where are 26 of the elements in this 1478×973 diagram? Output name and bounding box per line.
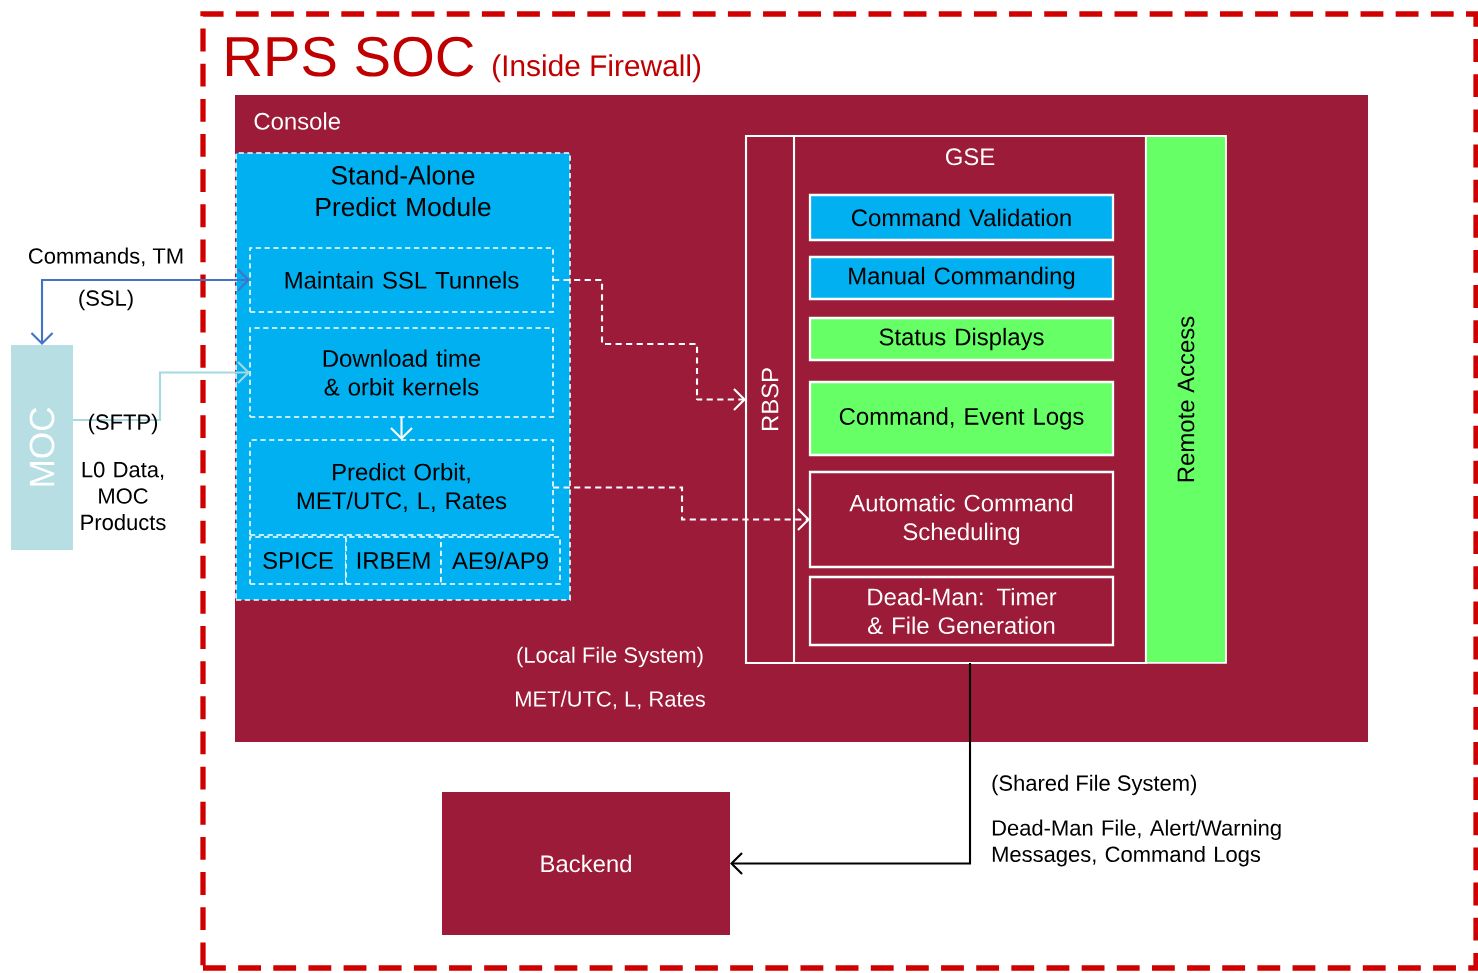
library-box: SPICE — [249, 536, 347, 585]
connector-label: (Shared File System) — [992, 774, 1196, 796]
remote-access-strip: Remote Access — [1145, 135, 1227, 664]
connector-label: (SSL) — [79, 289, 133, 311]
library-box: IRBEM — [345, 536, 442, 585]
process-box: Maintain SSL Tunnels — [249, 247, 554, 313]
function-box: Status Displays — [808, 316, 1115, 362]
connector-label: (Local File System) — [517, 646, 703, 668]
connector-label: Commands, TM — [29, 247, 183, 267]
backend-box: Backend — [442, 792, 730, 935]
arrow — [553, 486, 810, 531]
library-box: AE9/AP9 — [440, 536, 561, 585]
arrow — [30, 268, 250, 345]
function-box: Command Validation — [808, 193, 1115, 242]
function-box: Automatic Command Scheduling — [808, 470, 1115, 569]
arrow — [73, 361, 250, 422]
function-box: Manual Commanding — [808, 255, 1115, 301]
arrow — [730, 663, 972, 875]
function-box: Command, Event Logs — [808, 380, 1115, 457]
arrow — [553, 278, 746, 411]
process-box: Download time & orbit kernels — [249, 327, 554, 418]
function-box: Dead-Man: Timer & File Generation — [808, 575, 1115, 647]
connector-label: (SFTP) — [89, 413, 158, 435]
connector-label: Dead-Man File, Alert/Warning Messages, Command Logs — [992, 819, 1281, 867]
connector-label: MET/UTC, L, Rates — [516, 690, 705, 710]
moc-box: MOC — [11, 345, 73, 550]
